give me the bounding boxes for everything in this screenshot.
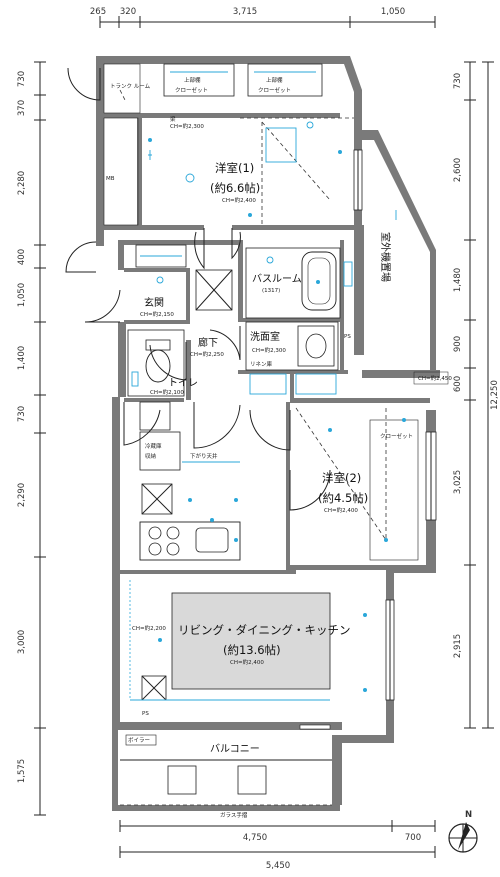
western2-size: (約4.5帖) <box>318 491 368 505</box>
dim-right-900: 900 <box>453 336 463 352</box>
balcony-name: バルコニー <box>210 743 260 755</box>
dim-top-265: 265 <box>90 7 106 17</box>
kitchen: 冷蔵庫 収納 下がり天井 <box>139 401 241 561</box>
corridor-name: 廊下 <box>198 336 218 349</box>
ldk-ch-2200: CH=約2,200 <box>132 624 166 632</box>
entrance: 玄関 CH=約2,150 <box>140 276 174 318</box>
western2-ceiling: CH=約2,400 <box>324 506 358 514</box>
dim-left-1400: 1,400 <box>17 346 27 370</box>
mb-label: MB <box>106 176 115 182</box>
bathroom-size: (1317) <box>262 288 280 294</box>
kitchen-storage-label: 収納 <box>145 452 157 460</box>
washroom: 洗面室 CH=約2,300 リネン庫 PS <box>245 321 351 395</box>
dim-left-370: 370 <box>17 100 27 116</box>
dim-bottom-4750: 4,750 <box>243 833 267 843</box>
dim-bottom-5450: 5,450 <box>266 861 290 871</box>
dim-right-1480: 1,480 <box>453 268 463 292</box>
windows <box>299 149 437 730</box>
bathroom: バスルーム (1317) <box>245 247 353 319</box>
corridor-ceiling: CH=約2,250 <box>190 350 224 358</box>
dim-left-730b: 730 <box>17 406 27 422</box>
dim-left-2280: 2,280 <box>17 171 27 195</box>
glass-rail-label: ガラス手摺 <box>220 811 248 819</box>
ch-2450-label: CH=約2,450 <box>418 374 452 382</box>
closet-2-shelf: 上部棚 <box>266 76 283 84</box>
dim-right-12250: 12,250 <box>490 380 500 410</box>
doors <box>65 67 354 511</box>
mb-area: MB <box>103 117 139 226</box>
closet-1-shelf: 上部棚 <box>184 76 201 84</box>
western2-name: 洋室(2) <box>322 471 361 485</box>
entrance-ceiling: CH=約2,150 <box>140 310 174 318</box>
ldk-name: リビング・ダイニング・キッチン <box>178 623 351 637</box>
toilet-name: トイレ <box>168 378 198 389</box>
western-room-2: 洋室(2) (約4.5帖) CH=約2,400 クローゼット <box>295 407 419 561</box>
closets-top: クローゼット クローゼット 上部棚 上部棚 <box>163 63 323 97</box>
dim-left-730: 730 <box>17 71 27 87</box>
bathroom-name: バスルーム <box>252 273 302 285</box>
dim-right-600: 600 <box>453 376 463 392</box>
dimension-lines <box>34 16 494 858</box>
western1-size: (約6.6帖) <box>210 181 260 195</box>
western1-name: 洋室(1) <box>215 161 254 175</box>
down-ceiling-label: 下がり天井 <box>190 452 218 460</box>
trunk-room-label: トランク ルーム <box>110 83 151 90</box>
dim-right-2915: 2,915 <box>453 634 463 658</box>
dim-top-1050: 1,050 <box>381 7 405 17</box>
ps-label-2: PS <box>142 711 149 717</box>
western1-ch-2300: CH=約2,300 <box>170 122 204 130</box>
trunk-room: トランク ルーム <box>103 63 151 114</box>
ldk-room: リビング・ダイニング・キッチン (約13.6帖) CH=約2,400 CH=約2… <box>129 580 367 717</box>
linen-label: リネン庫 <box>250 360 273 368</box>
boiler-label: ボイラー <box>128 736 150 744</box>
corridor: 廊下 CH=約2,250 <box>190 336 224 358</box>
outdoor-unit-label: 室外機置場 <box>379 232 392 282</box>
shoe-cabinet <box>135 244 233 311</box>
dim-right-2600: 2,600 <box>453 158 463 182</box>
interior-walls <box>104 113 430 574</box>
balcony: ボイラー バルコニー ガラス手摺 <box>120 734 332 819</box>
dim-left-2290: 2,290 <box>17 483 27 507</box>
compass-n: N <box>465 810 472 820</box>
western1-ceiling: CH=約2,400 <box>222 196 256 204</box>
dim-left-1050: 1,050 <box>17 283 27 307</box>
dim-right-3025: 3,025 <box>453 470 463 494</box>
ldk-size: (約13.6帖) <box>223 643 281 657</box>
dimension-labels: 265 320 3,715 1,050 4,750 700 5,450 730 … <box>17 7 500 871</box>
toilet: トイレ CH=約2,100 <box>127 329 198 397</box>
dim-right-730: 730 <box>453 73 463 89</box>
fridge-label: 冷蔵庫 <box>145 442 162 450</box>
compass: N <box>448 810 478 853</box>
ps-label-1: PS <box>344 334 351 340</box>
washroom-ceiling: CH=約2,300 <box>252 346 286 354</box>
western-room-1: 洋室(1) (約6.6帖) CH=約2,400 CH=約2,300 梁 <box>148 115 342 225</box>
washroom-name: 洗面室 <box>250 330 280 343</box>
closet-1-label: クローゼット <box>175 86 208 94</box>
closet-2-label: クローゼット <box>258 86 291 94</box>
dim-top-320: 320 <box>120 7 136 17</box>
dim-left-3000: 3,000 <box>17 630 27 654</box>
dim-left-400: 400 <box>17 249 27 265</box>
dim-top-3715: 3,715 <box>233 7 257 17</box>
dim-bottom-700: 700 <box>405 833 421 843</box>
closet-3-label: クローゼット <box>380 432 413 440</box>
outdoor-unit-area: 室外機置場 CH=約2,450 <box>379 210 452 385</box>
toilet-ceiling: CH=約2,100 <box>150 388 184 396</box>
ldk-ceiling: CH=約2,400 <box>230 658 264 666</box>
entrance-name: 玄関 <box>144 296 164 309</box>
beam-1: 梁 <box>170 115 176 123</box>
dim-left-1575: 1,575 <box>17 759 27 783</box>
